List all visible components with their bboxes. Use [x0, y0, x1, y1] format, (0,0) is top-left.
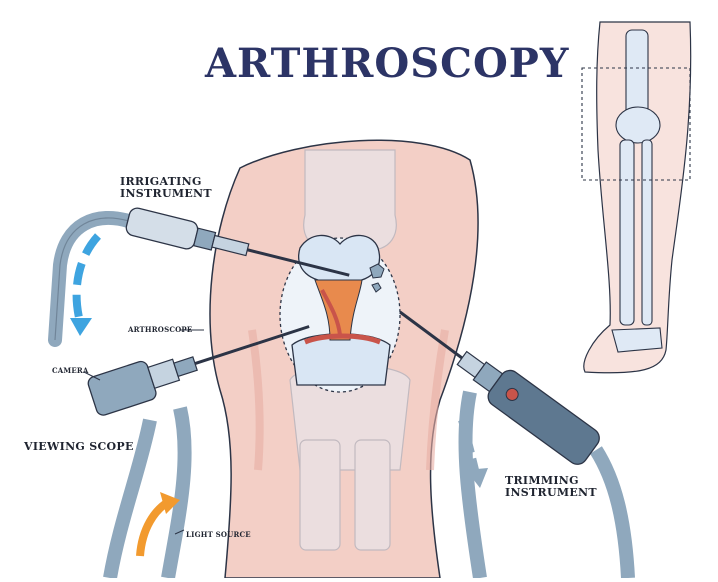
irrigating-tube — [48, 211, 139, 347]
inset-highlight-box — [581, 67, 691, 181]
trimming-instrument — [399, 310, 635, 580]
label-camera: CAMERA — [52, 366, 89, 375]
label-irrigating-instrument: IRRIGATING INSTRUMENT — [120, 175, 212, 201]
label-trimming-instrument: TRIMMING INSTRUMENT — [505, 474, 597, 500]
scope-cable-1 — [103, 418, 157, 580]
label-trimming-line2: INSTRUMENT — [505, 486, 597, 500]
label-light-source: LIGHT SOURCE — [186, 530, 251, 539]
label-arthroscope: ARTHROSCOPE — [128, 325, 193, 334]
irrigating-handle — [125, 207, 199, 250]
trimming-button — [505, 387, 519, 401]
label-irrigating-line2: INSTRUMENT — [120, 187, 212, 201]
camera-body — [87, 360, 157, 416]
trimming-cable-2 — [590, 446, 635, 579]
label-irrigating-line1: IRRIGATING — [120, 175, 202, 188]
scope-cable-2 — [161, 406, 192, 580]
label-viewing-scope: VIEWING SCOPE — [24, 440, 134, 453]
irrigating-instrument — [48, 207, 350, 347]
diagram-title: ARTHROSCOPY — [205, 40, 570, 87]
joint-interior — [279, 234, 401, 393]
trimming-cable-1 — [458, 390, 487, 580]
leg-outline — [583, 21, 692, 374]
light-source-arrow — [136, 498, 171, 557]
label-trimming-line1: TRIMMING — [505, 474, 579, 487]
trimming-handle — [487, 369, 600, 465]
viewing-scope — [87, 325, 310, 580]
leg-inset — [581, 21, 692, 374]
irrigation-flow-arrow — [72, 233, 102, 323]
knee-illustration — [209, 139, 479, 579]
knee-bones — [289, 149, 411, 551]
